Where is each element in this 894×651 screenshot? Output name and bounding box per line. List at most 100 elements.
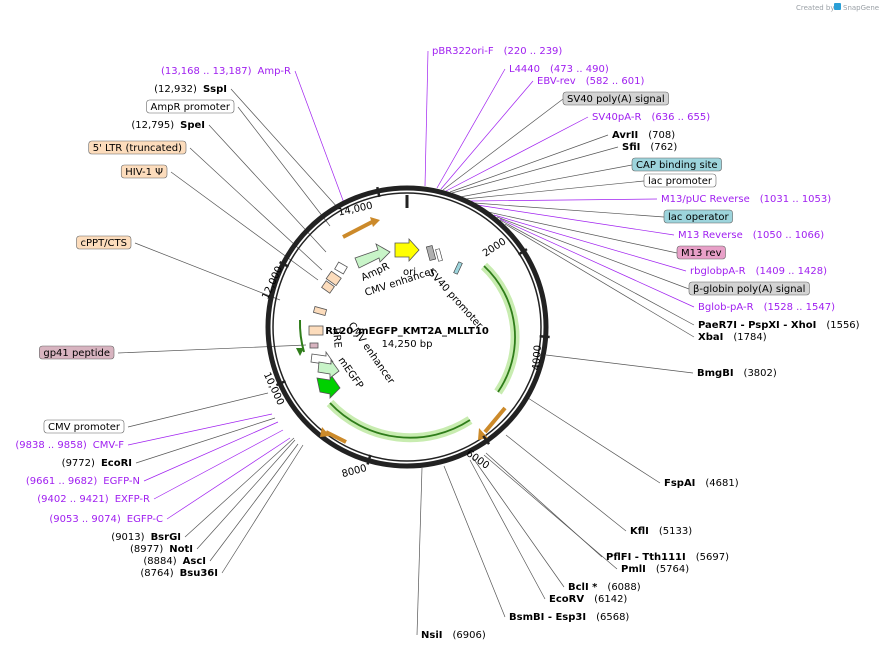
enzyme-name: EcoRV [549, 594, 584, 605]
leader-line [196, 439, 296, 550]
site-position: (6906) [452, 630, 485, 641]
feature-label: lac operator [663, 209, 733, 224]
leader-line [493, 214, 687, 272]
feature-cmv-enhancer-left [317, 358, 340, 379]
site-position: (1528 .. 1547) [764, 302, 836, 313]
enzyme-label: PflFI - Tth111I (5697) [606, 552, 729, 563]
feature-label: SV40 poly(A) signal [562, 91, 669, 106]
orf-arrow-right [483, 406, 507, 434]
enzyme-label: XbaI(1784) [698, 332, 767, 343]
site-position: (636 .. 655) [651, 112, 710, 123]
feature-ampr-promoter [334, 261, 348, 275]
leader-line [504, 223, 695, 338]
leader-line [209, 443, 299, 562]
site-position: (1409 .. 1428) [756, 266, 828, 277]
site-position: (762) [650, 142, 677, 153]
feature-name: cPPT/CTS [81, 238, 127, 249]
site-position: (220 .. 239) [504, 46, 563, 57]
primer-name: EBV-rev [537, 76, 576, 87]
feature-sv40-promoter [435, 248, 443, 262]
feature-name: lac operator [668, 212, 729, 223]
site-position: (1784) [733, 332, 766, 343]
site-position: (9053 .. 9074) [49, 514, 121, 525]
tick-mark [482, 435, 491, 445]
leader-line [445, 116, 589, 192]
enzyme-name: AvrII [612, 130, 638, 141]
orf-arrow-amp [342, 220, 373, 239]
primer-name: EGFP-N [103, 476, 140, 487]
enzyme-name: SfiI [622, 142, 640, 153]
feature-box [676, 245, 726, 260]
feature-label: M13 rev [676, 245, 726, 260]
leader-line [469, 198, 658, 202]
leader-line [487, 211, 678, 254]
site-position: (473 .. 490) [550, 64, 609, 75]
feature-label: HIV-1 Ψ [120, 164, 168, 179]
inner-label-sv40-promoter: SV40 promoter [426, 268, 485, 332]
plasmid-length: 14,250 bp [382, 339, 433, 350]
feature-name: AmpR promoter [151, 102, 231, 113]
primer-name: M13 Reverse [678, 230, 743, 241]
tick-label: 12,000 [260, 265, 285, 301]
feature-sv40-polya [425, 245, 437, 261]
enzyme-label: SspI(12,932) [154, 84, 227, 95]
primer-label: EXFP-R (9402 .. 9421) [37, 494, 150, 505]
snapgene-logo-icon [834, 3, 841, 10]
leader-line [294, 70, 345, 204]
primer-label: M13 Reverse(1050 .. 1066) [678, 230, 824, 241]
feature-box [88, 140, 187, 155]
orf-arrowhead-amp [370, 217, 380, 227]
site-position: (1556) [826, 320, 859, 331]
primer-label: CMV-F(9838 .. 9858) [15, 440, 124, 451]
leader-line [127, 392, 269, 428]
enzyme-label: KflI(5133) [630, 526, 692, 537]
enzyme-label: AscI(8884) [143, 556, 206, 567]
enzyme-label: EcoRI(9772) [62, 458, 132, 469]
site-position: (5697) [696, 552, 729, 563]
orf-arrowhead-bottom [320, 427, 330, 437]
leader-line [170, 171, 319, 281]
tick-label: 8000 [341, 463, 368, 480]
credit-prefix: Created by [796, 4, 835, 12]
enzyme-name: PaeR7I - PspXI - XhoI [698, 320, 816, 331]
leader-line [166, 437, 291, 520]
leader-line [527, 397, 661, 484]
tick-mark [366, 454, 372, 465]
leader-line [153, 429, 284, 500]
enzyme-label: SpeI(12,795) [131, 120, 205, 131]
enzyme-label: NotI(8977) [130, 544, 193, 555]
site-position: (9661 .. 9682) [26, 476, 98, 487]
primer-name: Amp-R [258, 66, 292, 77]
enzyme-label: NsiI(6906) [421, 630, 486, 641]
tick-label: 4000 [531, 345, 544, 371]
enzyme-label: BmgBI(3802) [697, 368, 777, 379]
primer-label: L4440(473 .. 490) [509, 64, 609, 75]
tick-mark [376, 186, 381, 198]
site-position: (3802) [744, 368, 777, 379]
feature-rre [308, 325, 324, 336]
primer-name: EXFP-R [115, 494, 150, 505]
leader-line [127, 413, 273, 446]
leader-line [442, 98, 564, 191]
primer-name: CMV-F [93, 440, 124, 451]
site-position: (6088) [607, 582, 640, 593]
feature-box [43, 419, 125, 434]
site-position: (9402 .. 9421) [37, 494, 109, 505]
primer-label: pBR322ori-F(220 .. 239) [432, 46, 562, 57]
leader-line [449, 134, 609, 193]
feature-gp41 [309, 342, 319, 349]
leader-line [424, 50, 429, 187]
orf-line-left [298, 319, 305, 353]
enzyme-label: BsmBI - Esp3I(6568) [509, 612, 629, 623]
leader-line [208, 124, 327, 253]
leader-line [469, 459, 546, 600]
feature-name: lac promoter [648, 176, 713, 187]
enzyme-label: BclI *(6088) [568, 582, 641, 593]
leader-lines [117, 50, 695, 636]
site-position: (5764) [656, 564, 689, 575]
feature-label: cPPT/CTS [76, 235, 132, 250]
leader-line [117, 344, 307, 354]
feature-box [562, 91, 669, 106]
enzyme-name: PflFI - Tth111I [606, 552, 686, 563]
feature-megfp [316, 373, 341, 399]
